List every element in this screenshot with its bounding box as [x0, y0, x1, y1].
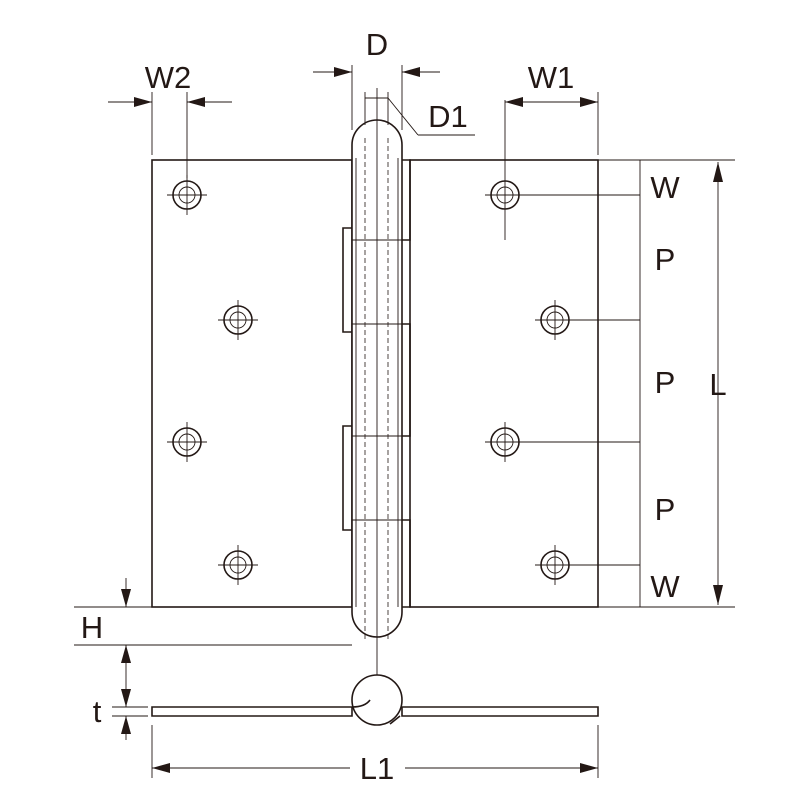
left-knuckle-notch-2	[342, 425, 352, 531]
label-d1: D1	[428, 99, 468, 134]
screw-hole-left-3	[167, 422, 207, 462]
label-p-3: P	[655, 492, 676, 527]
side-view	[151, 674, 599, 726]
label-w2: W2	[145, 60, 192, 95]
left-knuckle-notch	[342, 227, 352, 333]
dimension-w1	[505, 92, 599, 155]
left-leaf	[151, 159, 353, 608]
screw-hole-right-4	[535, 545, 640, 585]
right-leaf	[409, 159, 599, 608]
screw-hole-right-3	[485, 422, 640, 462]
label-l1: L1	[360, 751, 394, 786]
screw-hole-right-1	[485, 100, 640, 240]
dimension-h	[74, 578, 352, 672]
label-w-bottom: W	[650, 569, 680, 604]
label-t: t	[93, 694, 102, 729]
label-h: H	[81, 610, 103, 645]
screw-hole-right-2	[535, 300, 640, 340]
label-p-1: P	[655, 242, 676, 277]
dimension-l	[713, 162, 723, 605]
right-knuckle-notch-3	[402, 519, 411, 608]
dimension-d1	[364, 92, 475, 136]
label-w-top: W	[650, 170, 680, 205]
screw-hole-left-4	[218, 545, 258, 585]
label-p-2: P	[655, 365, 676, 400]
label-w1: W1	[528, 60, 575, 95]
label-l: L	[709, 367, 726, 402]
screw-hole-left-2	[218, 300, 258, 340]
right-knuckle-notch	[402, 159, 411, 241]
dimension-w2	[108, 92, 232, 178]
dimension-d	[313, 65, 440, 130]
screw-hole-left-1	[167, 175, 207, 215]
pitch-dimension-line	[598, 159, 735, 608]
dimension-l1	[151, 725, 599, 778]
label-d: D	[366, 27, 388, 62]
dimension-t	[112, 672, 148, 740]
right-knuckle-notch-2	[402, 323, 411, 437]
